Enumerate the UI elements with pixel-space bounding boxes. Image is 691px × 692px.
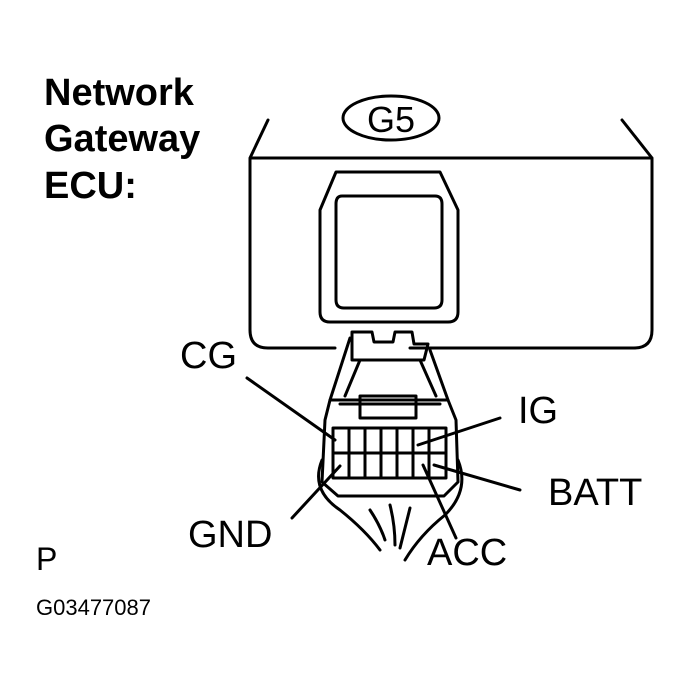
connector-body (320, 398, 460, 498)
connector-code-oval (341, 94, 441, 142)
title-line-3: ECU: (44, 165, 137, 207)
terminal-label-cg: CG (180, 335, 237, 377)
leader-ig (416, 416, 502, 447)
leader-acc (421, 463, 458, 540)
terminal-label-batt: BATT (548, 472, 643, 514)
connector-latch (350, 330, 430, 362)
figure-id: G03477087 (36, 595, 151, 620)
terminal-label-ig: IG (518, 390, 559, 432)
terminal-label-gnd: GND (188, 514, 273, 556)
ecu-socket (318, 170, 460, 324)
view-mark: P (36, 541, 58, 577)
connector-window (358, 394, 418, 420)
leader-cg (245, 376, 337, 442)
leader-gnd (290, 464, 342, 520)
title-line-1: Network (44, 72, 194, 114)
connector-code: G5 (367, 99, 415, 140)
ecu-housing (248, 118, 654, 350)
title-line-2: Gateway (44, 118, 201, 160)
ecu-socket-inner (334, 194, 444, 310)
leader-batt (432, 463, 522, 492)
terminal-label-acc: ACC (427, 532, 508, 574)
